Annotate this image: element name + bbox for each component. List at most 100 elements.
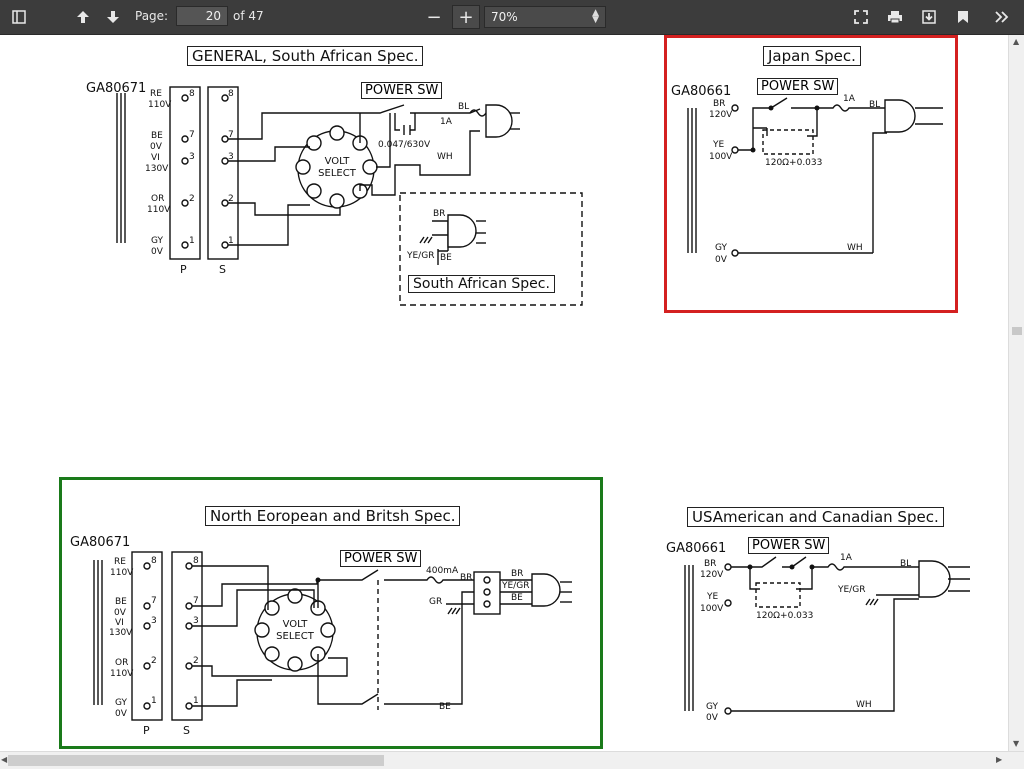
pin-number: 8 xyxy=(189,89,195,99)
fuse-label: 400mA xyxy=(426,566,459,576)
pin-number: 2 xyxy=(189,194,195,204)
bl-label: BL xyxy=(458,102,470,112)
tap-label: VI xyxy=(151,153,160,163)
model-number: GA80661 xyxy=(671,84,732,99)
pin-number: 2 xyxy=(193,656,199,666)
tap-volt-label: 130V xyxy=(109,628,133,638)
select-caret-icon: ▲▼ xyxy=(592,8,599,25)
pin-number: 7 xyxy=(151,596,157,606)
p-label: P xyxy=(180,263,187,276)
ye-label: YE xyxy=(707,592,719,602)
scroll-down-arrow-icon[interactable]: ▼ xyxy=(1013,739,1020,748)
zoom-out-button[interactable]: − xyxy=(426,6,442,28)
diagram-japan-spec: Japan Spec. GA80661 POWER SW BR 120V YE … xyxy=(664,35,958,313)
tap-volt-label: 0V xyxy=(114,608,126,618)
fuse-label: 1A xyxy=(843,94,855,104)
diagram-title: North Eoropean and Britsh Spec. xyxy=(205,506,461,526)
plug-br-label: BR xyxy=(511,569,524,579)
next-page-button[interactable] xyxy=(102,4,124,30)
plug-be-label: BE xyxy=(511,593,523,603)
sidebar-toggle-button[interactable] xyxy=(8,4,30,30)
scroll-up-arrow-icon[interactable]: ▲ xyxy=(1013,37,1020,46)
pin-number: 7 xyxy=(228,130,234,140)
tap-label: GY xyxy=(151,236,164,246)
p-label: P xyxy=(143,724,150,737)
sidebar-icon xyxy=(12,10,26,24)
br-label: BR xyxy=(704,559,717,569)
diagram-usamerican-canadian-spec: USAmerican and Canadian Spec. GA80661 PO… xyxy=(664,499,1008,749)
tap-volt-label: 130V xyxy=(145,164,169,174)
power-switch-label: POWER SW xyxy=(361,82,443,99)
pin-number: 7 xyxy=(193,596,199,606)
japan-schematic xyxy=(687,97,943,257)
download-icon xyxy=(922,10,936,24)
yegr-label: YE/GR xyxy=(838,585,866,595)
scroll-left-arrow-icon[interactable]: ◀ xyxy=(1,755,8,764)
presentation-mode-button[interactable] xyxy=(850,4,872,30)
v0-label: 0V xyxy=(706,713,718,723)
s-label: S xyxy=(219,263,226,276)
print-button[interactable] xyxy=(884,4,906,30)
south-african-spec-title: South African Spec. xyxy=(408,275,555,293)
fuse-label: 1A xyxy=(840,553,852,563)
model-number: GA80661 xyxy=(666,541,727,556)
double-chevron-right-icon xyxy=(995,11,1009,23)
zoom-in-button[interactable]: + xyxy=(452,5,480,29)
tap-label: GY xyxy=(115,698,128,708)
previous-page-button[interactable] xyxy=(72,4,94,30)
pin-number: 8 xyxy=(193,556,199,566)
general-schematic xyxy=(116,86,583,306)
scroll-right-arrow-icon[interactable]: ▶ xyxy=(996,755,1003,764)
be-wire-label: BE xyxy=(439,702,451,712)
bookmark-button[interactable] xyxy=(952,4,974,30)
download-button[interactable] xyxy=(918,4,940,30)
diagram-title: Japan Spec. xyxy=(763,46,861,66)
pin-number: 3 xyxy=(151,616,157,626)
power-switch-label: POWER SW xyxy=(748,537,830,554)
rc-label: 120Ω+0.033 xyxy=(765,158,823,168)
sa-be-label: BE xyxy=(440,253,452,263)
document-viewer[interactable]: GENERAL, South African Spec. GA80671 POW… xyxy=(0,35,1024,751)
page-number-input[interactable] xyxy=(176,6,228,26)
tap-volt-label: 0V xyxy=(115,709,127,719)
tap-volt-label: 0V xyxy=(150,142,162,152)
bl-label: BL xyxy=(900,559,912,569)
rc-label: 120Ω+0.033 xyxy=(756,611,814,621)
tap-volt-label: 110V xyxy=(148,100,172,110)
tap-label: OR xyxy=(151,194,165,204)
pin-number: 3 xyxy=(189,152,195,162)
diagram-title: GENERAL, South African Spec. xyxy=(187,46,424,66)
wh-label: WH xyxy=(856,700,872,710)
diagram-general-south-african: GENERAL, South African Spec. GA80671 POW… xyxy=(0,35,600,325)
pin-number: 1 xyxy=(228,236,234,246)
tap-label: VI xyxy=(115,618,124,628)
pin-number: 7 xyxy=(189,130,195,140)
gr-label: GR xyxy=(429,597,443,607)
volt-select-label: VOLT SELECT xyxy=(276,619,314,642)
sa-yegr-label: YE/GR xyxy=(407,251,435,261)
arrow-down-icon xyxy=(107,11,119,23)
tools-button[interactable] xyxy=(990,4,1014,30)
zoom-select[interactable]: 70% ▲▼ xyxy=(484,6,606,28)
horizontal-scroll-thumb[interactable] xyxy=(8,755,384,766)
br-label: BR xyxy=(460,573,473,583)
tap-volt-label: 110V xyxy=(147,205,171,215)
tap-label: OR xyxy=(115,658,129,668)
wh-label: WH xyxy=(847,243,863,253)
ye-label: YE xyxy=(713,140,725,150)
pin-number: 2 xyxy=(228,194,234,204)
tap-label: RE xyxy=(114,557,126,567)
pin-number: 8 xyxy=(151,556,157,566)
fuse-label: 1A xyxy=(440,117,452,127)
pin-number: 1 xyxy=(151,696,157,706)
tap-label: BE xyxy=(151,131,163,141)
horizontal-scrollbar[interactable]: ◀ ▶ xyxy=(0,751,1024,769)
diagram-title: USAmerican and Canadian Spec. xyxy=(687,507,944,527)
gy-label: GY xyxy=(706,702,719,712)
vertical-scroll-thumb[interactable] xyxy=(1012,327,1022,335)
tap-volt-label: 110V xyxy=(110,669,134,679)
printer-icon xyxy=(888,11,902,24)
vertical-scrollbar[interactable]: ▲ ▼ xyxy=(1008,35,1024,751)
tap-label: RE xyxy=(150,89,162,99)
v120-label: 120V xyxy=(700,570,724,580)
